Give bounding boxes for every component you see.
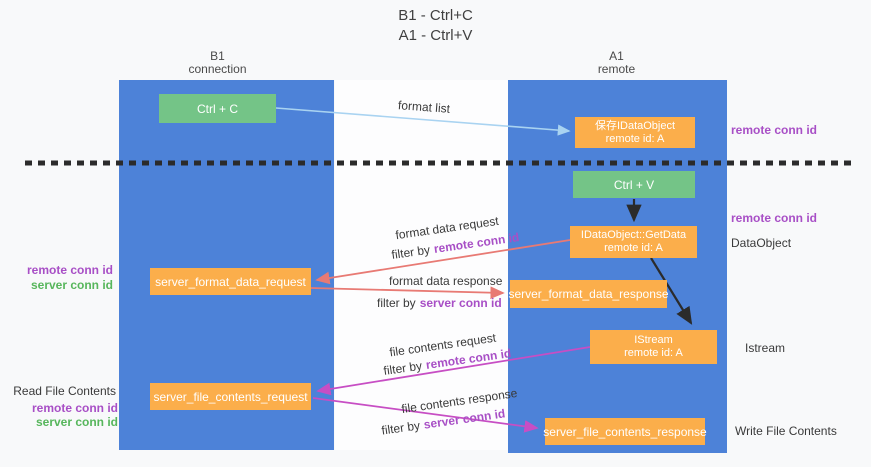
save-idataobject-box: 保存IDataObject remote id: A bbox=[575, 117, 695, 148]
server-format-data-request-box: server_format_data_request bbox=[150, 268, 311, 295]
title-line-2: A1 - Ctrl+V bbox=[398, 27, 473, 44]
server-file-contents-request-box: server_file_contents_request bbox=[150, 383, 311, 410]
server-file-contents-response-label: server_file_contents_response bbox=[543, 424, 707, 439]
left-remote-conn-id-label: remote conn id bbox=[26, 263, 113, 277]
right-remote-conn-id-label-2: remote conn id bbox=[731, 211, 818, 225]
right-column-name: A1 bbox=[609, 49, 624, 63]
idataobject-getdata-line1: IDataObject::GetData bbox=[580, 229, 687, 241]
dataobject-label: DataObject bbox=[731, 236, 792, 250]
left-column-name: B1 bbox=[210, 49, 225, 63]
format-data-response-label: format data response bbox=[389, 274, 503, 288]
ctrl-c-label: Ctrl + C bbox=[196, 101, 238, 116]
read-file-contents-label: Read File Contents bbox=[13, 384, 116, 398]
write-file-contents-label: Write File Contents bbox=[735, 424, 837, 438]
right-column-header: A1 remote bbox=[508, 50, 725, 76]
left-server-conn-id-label-2: server conn id bbox=[35, 415, 118, 429]
left-remote-conn-id-label-2: remote conn id bbox=[31, 401, 118, 415]
istream-side-label: Istream bbox=[745, 341, 786, 355]
server-conn-id-text: server conn id bbox=[419, 296, 502, 310]
filter-by-text: filter by bbox=[377, 296, 416, 310]
idataobject-getdata-line2: remote id: A bbox=[604, 242, 663, 254]
server-format-data-response-label: server_format_data_response bbox=[508, 287, 669, 301]
server-file-contents-response-box: server_file_contents_response bbox=[543, 418, 707, 445]
save-idataobject-line2: remote id: A bbox=[605, 132, 665, 145]
diagram-title: B1 - Ctrl+C A1 - Ctrl+V bbox=[0, 6, 871, 46]
istream-box: IStream remote id: A bbox=[590, 330, 717, 364]
istream-line2: remote id: A bbox=[624, 347, 683, 359]
ctrl-v-label: Ctrl + V bbox=[613, 177, 655, 192]
server-file-contents-request-label: server_file_contents_request bbox=[153, 389, 308, 404]
right-remote-conn-id-label-1: remote conn id bbox=[731, 123, 818, 137]
idataobject-getdata-box: IDataObject::GetData remote id: A bbox=[570, 226, 697, 258]
right-column-subtitle: remote bbox=[597, 62, 636, 76]
server-format-data-response-box: server_format_data_response bbox=[508, 280, 669, 308]
left-column-subtitle: connection bbox=[188, 62, 247, 76]
save-idataobject-line1: 保存IDataObject bbox=[594, 119, 676, 132]
server-format-data-request-label: server_format_data_request bbox=[155, 274, 306, 289]
istream-line1: IStream bbox=[634, 334, 673, 346]
left-column-header: B1 connection bbox=[110, 50, 325, 76]
title-line-1: B1 - Ctrl+C bbox=[398, 7, 473, 24]
ctrl-v-box: Ctrl + V bbox=[573, 171, 695, 198]
ctrl-c-box: Ctrl + C bbox=[159, 94, 276, 123]
left-server-conn-id-label: server conn id bbox=[30, 278, 113, 292]
